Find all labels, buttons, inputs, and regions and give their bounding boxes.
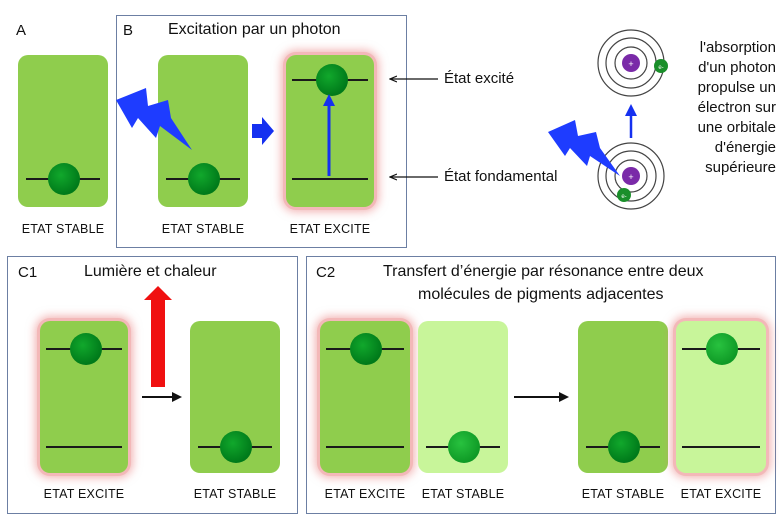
state-label-c1-excite: ETAT EXCITE <box>43 487 125 501</box>
annotation-ground-state: État fondamental <box>444 168 558 185</box>
state-label-b-excite: ETAT EXCITE <box>289 222 371 236</box>
electron <box>220 431 252 463</box>
electron <box>188 163 220 195</box>
atom-text-line: l'absorption <box>699 39 776 56</box>
state-label-a: ETAT STABLE <box>21 222 105 236</box>
svg-text:e-: e- <box>621 194 626 200</box>
energy-level-ground <box>326 446 404 448</box>
state-label-c2-4: ETAT EXCITE <box>680 487 762 501</box>
electron <box>316 64 348 96</box>
atom-text-line: électron sur <box>697 99 776 116</box>
photon-lightning-icon <box>116 88 192 150</box>
panel-a-letter: A <box>16 22 27 39</box>
energy-level-ground <box>292 178 368 180</box>
atom-excited-icon: + e- <box>597 29 668 97</box>
panel-c2-frame <box>306 256 776 514</box>
molecule-box-c1-stable <box>190 321 280 473</box>
state-label-c2-1: ETAT EXCITE <box>324 487 406 501</box>
molecule-box-c1-excite <box>40 321 128 473</box>
electron <box>608 431 640 463</box>
molecule-box-c2-1 <box>320 321 410 473</box>
electron <box>706 333 738 365</box>
annotation-excited-state: État excité <box>444 70 515 87</box>
state-label-c2-2: ETAT STABLE <box>421 487 505 501</box>
atom-text-line: d'un photon <box>698 59 776 76</box>
atom-text-line: d'énergie <box>714 139 776 156</box>
electron <box>448 431 480 463</box>
electron <box>48 163 80 195</box>
svg-text:e-: e- <box>658 65 663 71</box>
panel-c1-frame <box>7 256 298 514</box>
molecule-box-a-stable <box>18 55 108 207</box>
energy-level-ground <box>46 446 122 448</box>
svg-text:+: + <box>628 172 633 182</box>
panel-b-title: Excitation par un photon <box>168 21 341 38</box>
emission-arrow-icon <box>144 286 172 387</box>
electron <box>70 333 102 365</box>
panel-c2-title-line2: molécules de pigments adjacentes <box>418 286 664 303</box>
atom-explanation: l'absorption d'un photon propulse un éle… <box>660 38 776 178</box>
panel-c1-title: Lumière et chaleur <box>84 263 217 280</box>
energy-level-ground <box>682 446 760 448</box>
panel-c2-title-line1: Transfert d’énergie par résonance entre … <box>383 263 704 280</box>
panel-b-letter: B <box>123 22 134 39</box>
molecule-box-c2-4 <box>676 321 766 473</box>
panel-b-frame <box>116 15 407 248</box>
state-label-c1-stable: ETAT STABLE <box>193 487 277 501</box>
state-label-b-stable: ETAT STABLE <box>161 222 245 236</box>
state-label-c2-3: ETAT STABLE <box>581 487 665 501</box>
atom-text-line: propulse un <box>697 79 776 96</box>
atom-ground-icon: + e- <box>597 142 665 210</box>
molecule-box-c2-3 <box>578 321 668 473</box>
molecule-box-c2-2 <box>418 321 508 473</box>
panel-c2-letter: C2 <box>316 264 336 281</box>
atom-text-line: une orbitale <box>697 119 776 136</box>
panel-c1-letter: C1 <box>18 264 38 281</box>
photon-lightning-atom-icon <box>548 120 620 176</box>
svg-text:+: + <box>628 59 633 69</box>
transition-arrow-icon <box>252 117 274 145</box>
electron <box>350 333 382 365</box>
atom-text-line: supérieure <box>705 159 776 176</box>
